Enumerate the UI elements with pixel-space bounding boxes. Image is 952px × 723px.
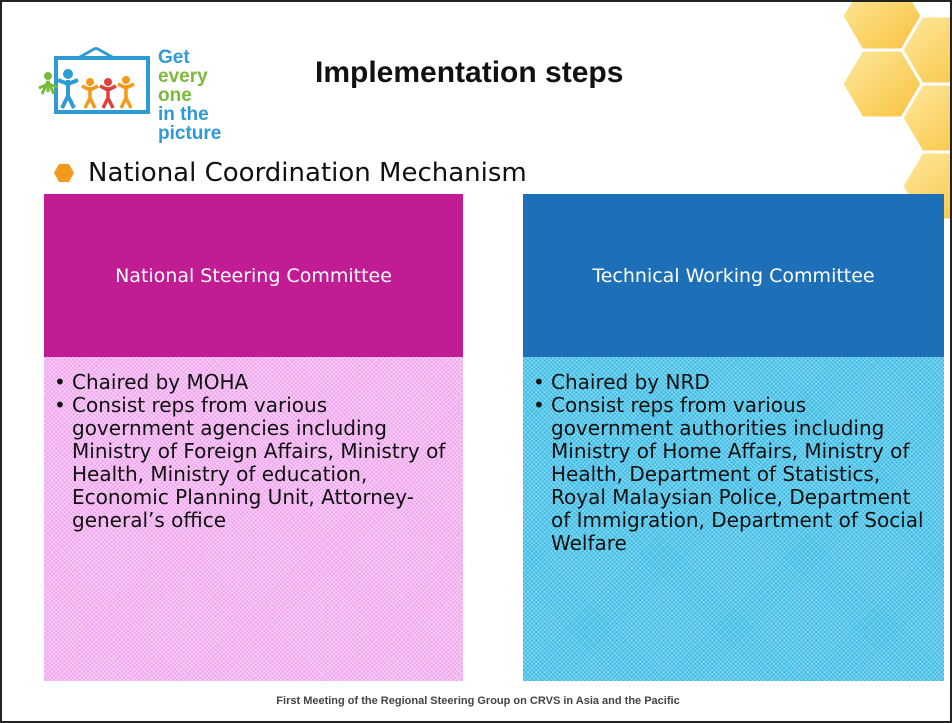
logo-line-get: Get xyxy=(158,47,190,68)
technical-working-committee-header: Technical Working Committee xyxy=(523,194,944,357)
committee-heading: Technical Working Committee xyxy=(592,264,875,287)
national-steering-committee-header: National Steering Committee xyxy=(44,194,463,357)
get-every-one-logo: Get every one in the picture xyxy=(30,38,230,143)
logo-text: Get every one in the picture xyxy=(158,48,230,143)
technical-working-committee-body: Chaired by NRD Consist reps from various… xyxy=(523,357,944,681)
section-bullet: National Coordination Mechanism xyxy=(54,158,527,188)
list-item: Consist reps from various government aut… xyxy=(533,394,930,555)
slide-footer: First Meeting of the Regional Steering G… xyxy=(276,695,680,707)
list-item: Chaired by MOHA xyxy=(54,371,449,395)
logo-line-in-the-picture: in the picture xyxy=(158,104,222,144)
hexagon-bullet-icon xyxy=(54,164,74,182)
committee-heading: National Steering Committee xyxy=(115,264,392,287)
slide-title: Implementation steps xyxy=(315,56,624,89)
list-item: Consist reps from various government age… xyxy=(54,394,449,532)
section-bullet-text: National Coordination Mechanism xyxy=(88,158,527,188)
family-picture-frame-icon xyxy=(38,46,150,114)
list-item: Chaired by NRD xyxy=(533,371,930,395)
national-steering-committee-body: Chaired by MOHA Consist reps from variou… xyxy=(44,357,463,681)
logo-line-every-one: every one xyxy=(158,66,208,106)
